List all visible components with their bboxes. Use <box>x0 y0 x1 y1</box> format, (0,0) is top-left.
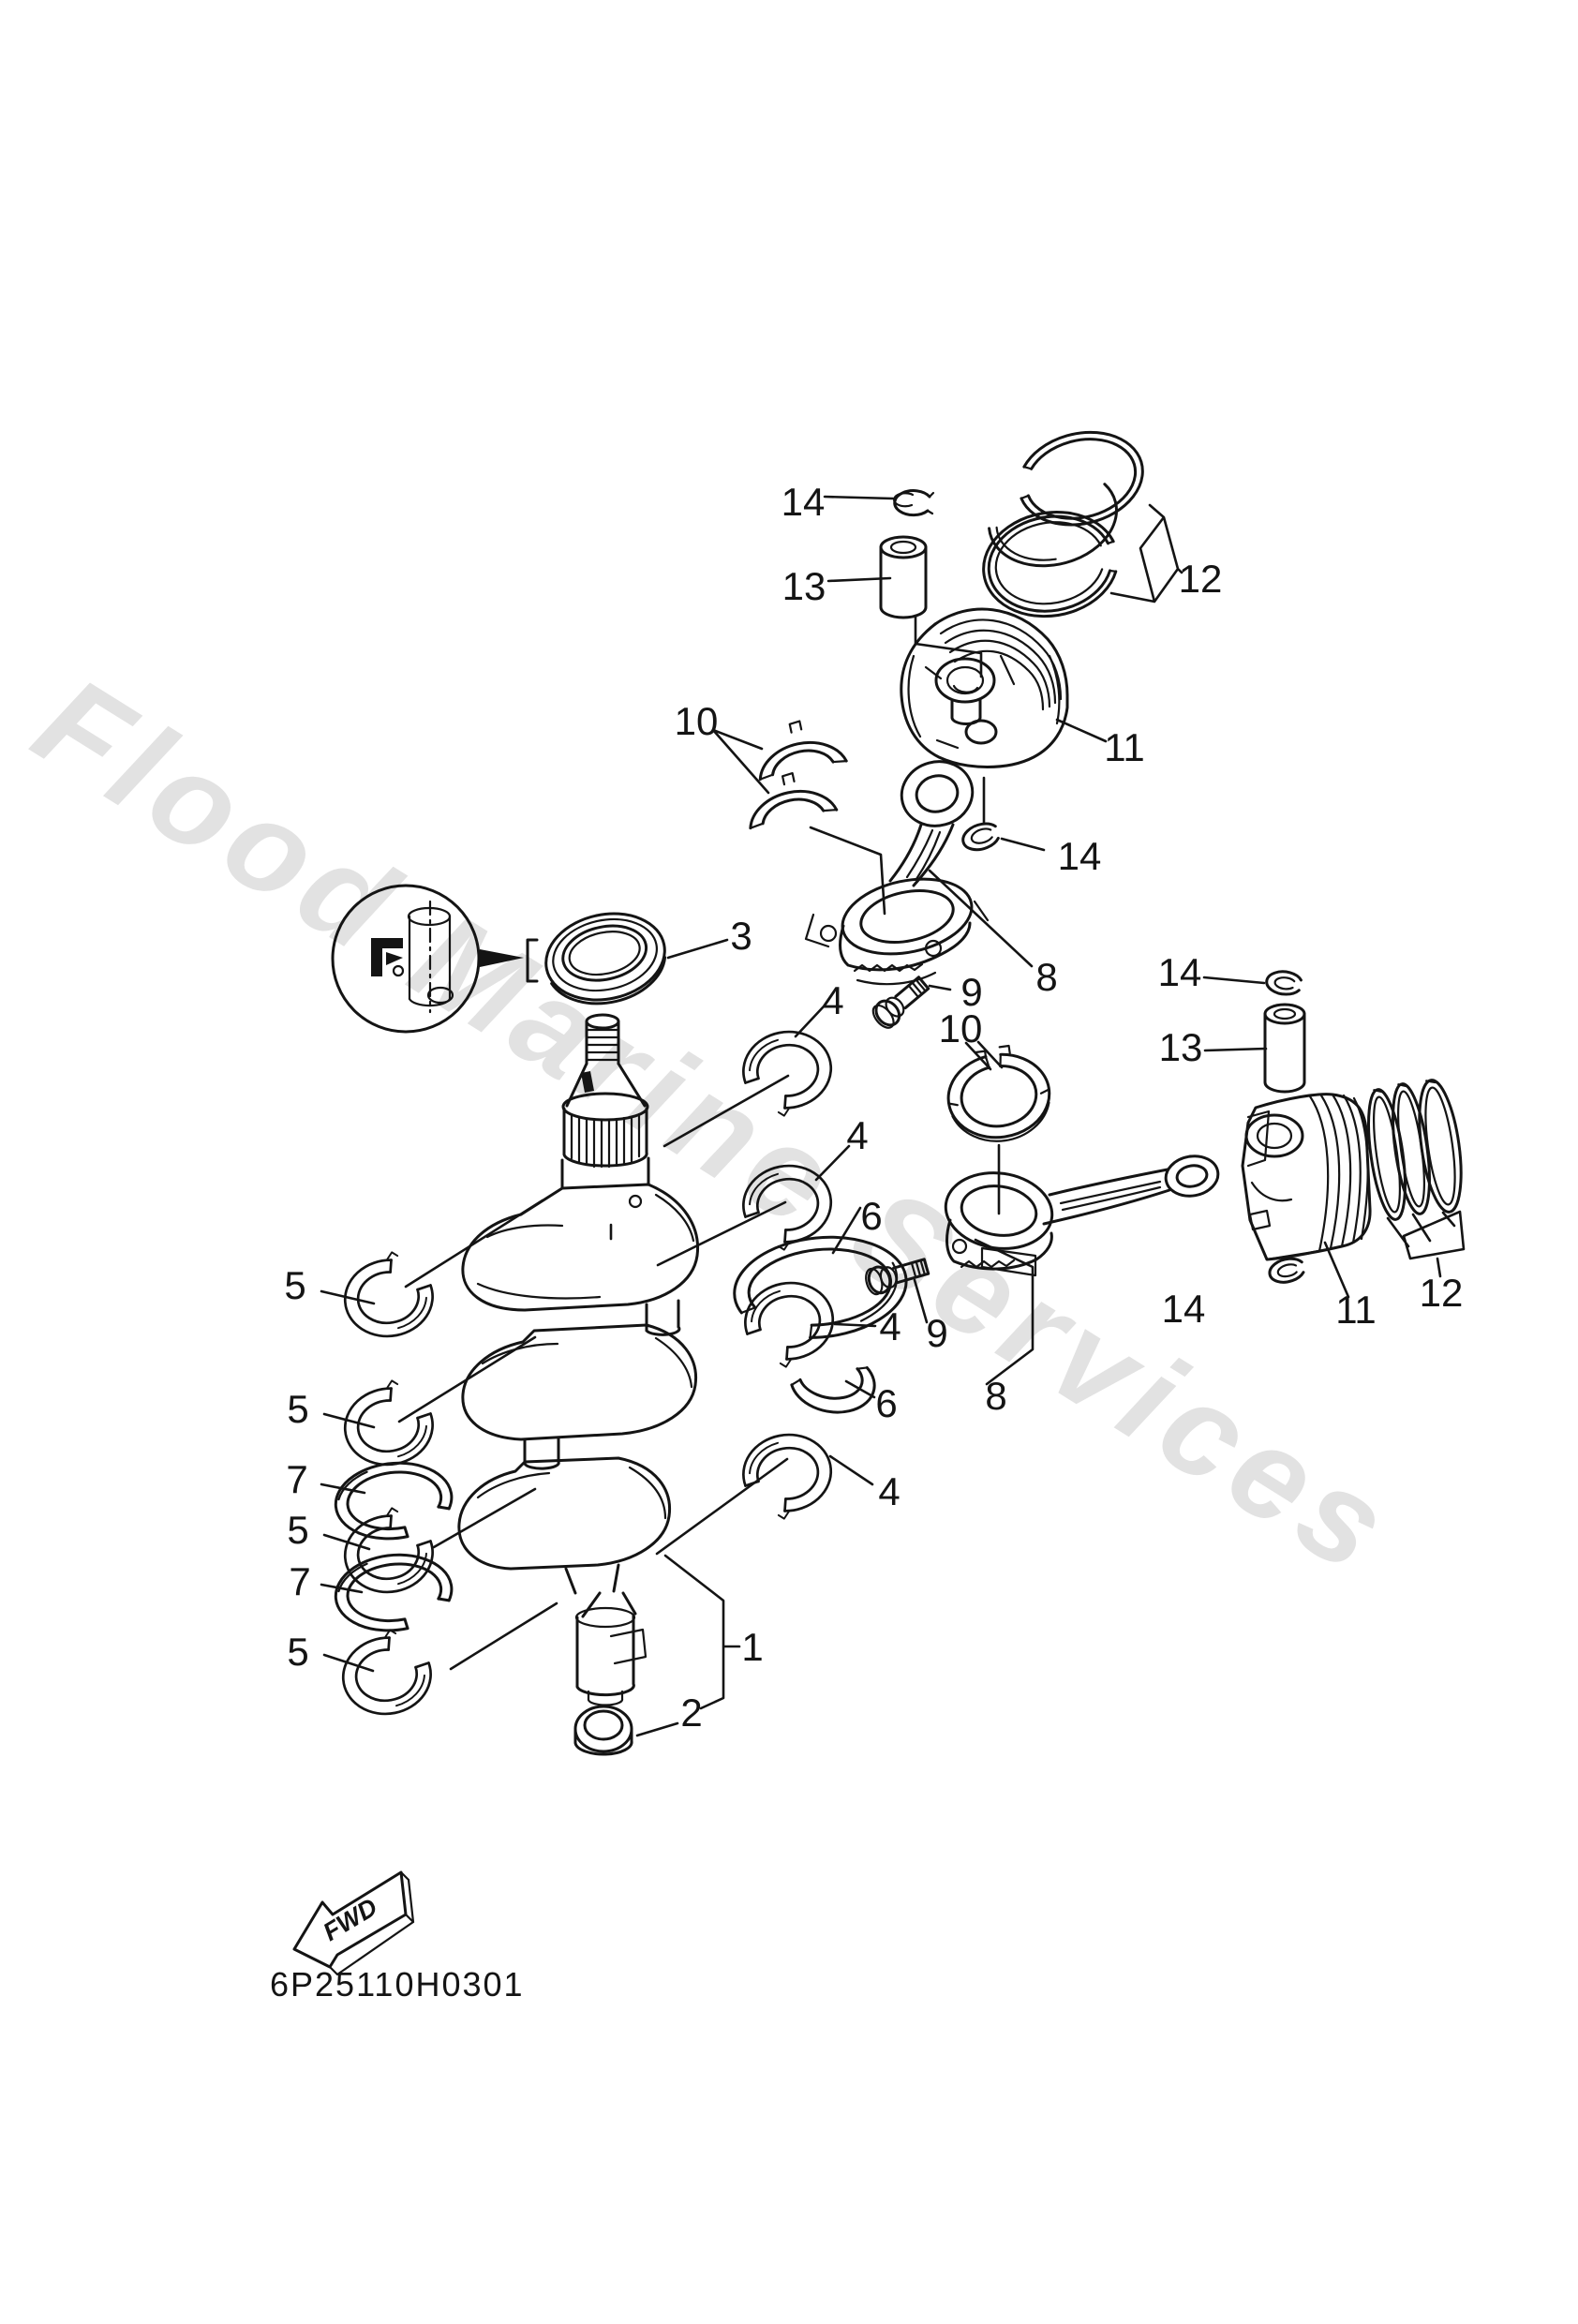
left-main-bearing-shells <box>335 1245 439 1721</box>
right-piston-circlip-top <box>1265 970 1303 996</box>
callout-14-right-bottom: 14 <box>1162 1287 1206 1331</box>
right-piston-rings <box>1367 1079 1463 1221</box>
callout-9-upper: 9 <box>960 970 982 1014</box>
callout-12-right: 12 <box>1420 1271 1464 1315</box>
top-piston-pin <box>879 535 928 619</box>
callout-14-right-top: 14 <box>1158 950 1202 994</box>
fwd-arrow-label: FWD <box>319 1893 382 1946</box>
callout-4-c: 4 <box>879 1304 901 1348</box>
watermark-text: Flood Marine Services <box>11 649 1419 1603</box>
callout-13-right: 13 <box>1159 1025 1203 1069</box>
callout-8-upper: 8 <box>1035 955 1057 999</box>
mid-thrust-washer-small <box>790 1365 876 1414</box>
callout-4-b: 4 <box>846 1113 868 1157</box>
callout-5-c: 5 <box>287 1508 308 1552</box>
right-rod-bolt <box>865 1258 930 1296</box>
callout-labels: 14 13 12 11 10 14 3 8 9 4 14 10 13 4 6 5… <box>284 480 1463 1735</box>
callout-4-d: 4 <box>878 1469 900 1513</box>
callout-14-top: 14 <box>782 480 826 524</box>
callout-11-right: 11 <box>1335 1288 1377 1332</box>
callout-10-right: 10 <box>939 1006 983 1050</box>
callout-4-a: 4 <box>822 978 843 1022</box>
callout-6-a: 6 <box>860 1194 882 1238</box>
drawing-code: 6P25110H0301 <box>270 1965 525 2004</box>
callout-1: 1 <box>741 1625 763 1669</box>
top-piston-circlip <box>893 489 935 517</box>
callout-7-a: 7 <box>286 1457 307 1501</box>
top-piston-rings <box>982 430 1144 618</box>
oil-seal-ring <box>544 912 667 1006</box>
callout-10-top: 10 <box>675 699 719 743</box>
callout-3: 3 <box>730 914 752 958</box>
right-piston-circlip-bottom <box>1268 1257 1305 1284</box>
callout-5-a: 5 <box>284 1263 305 1307</box>
callout-8-lower: 8 <box>985 1374 1006 1418</box>
upper-rod-bearings <box>749 720 848 830</box>
inset-pointer-arrow <box>480 949 524 967</box>
callout-12-top: 12 <box>1179 557 1223 601</box>
upper-rod-circlip <box>961 822 1000 852</box>
callout-11-top: 11 <box>1104 725 1145 769</box>
top-piston <box>900 607 1069 768</box>
leader-lines <box>320 495 1466 1737</box>
right-piston <box>1241 1093 1372 1261</box>
callout-5-b: 5 <box>287 1387 308 1431</box>
mid-thrust-washer-large <box>733 1235 908 1339</box>
fwd-arrow: FWD <box>292 1870 415 1976</box>
seal-detail-inset <box>331 884 481 1034</box>
callout-13-top: 13 <box>782 564 826 608</box>
callout-5-d: 5 <box>287 1630 308 1674</box>
inset-bracket <box>526 938 539 983</box>
upper-rod-bolt <box>871 976 930 1029</box>
callout-9-lower: 9 <box>926 1311 947 1355</box>
lower-bushing <box>573 1705 633 1756</box>
callout-2: 2 <box>680 1691 702 1735</box>
callout-14-mid: 14 <box>1058 834 1102 878</box>
callout-7-b: 7 <box>289 1559 310 1603</box>
callout-6-b: 6 <box>875 1381 897 1425</box>
upper-connecting-rod <box>804 760 990 986</box>
right-rod-bearing-ring <box>946 1044 1051 1142</box>
right-piston-pin <box>1263 1003 1306 1094</box>
